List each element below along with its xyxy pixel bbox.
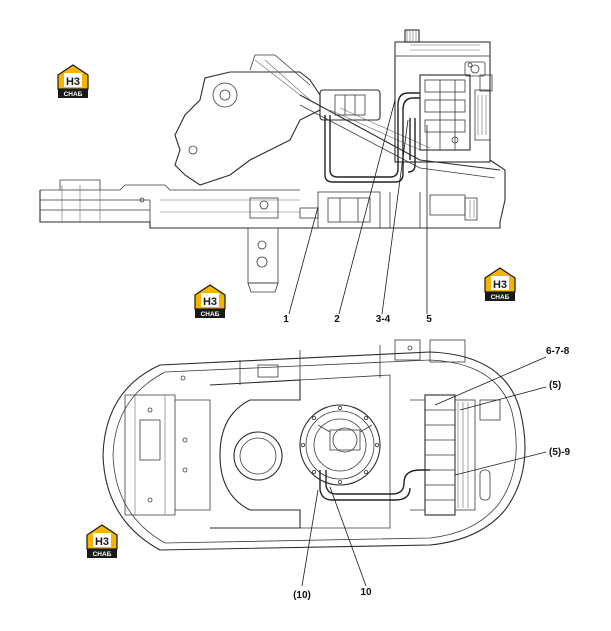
callout-5-9: (5)-9 [549,447,571,458]
callout-1: 1 [283,314,289,325]
callout-2: 2 [334,314,340,325]
logo-text: CHAБ [491,294,510,301]
callout-10-ref: (10) [293,590,311,601]
callout-6-7-8: 6-7-8 [546,346,570,357]
logo-text: CHAБ [64,91,83,98]
logo-mark: H3 [493,279,507,291]
upper-leader-lines [288,99,428,315]
logo-top-left: H3 CHAБ [57,64,89,98]
callout-5-ref: (5) [549,380,561,391]
logo-mark: H3 [66,76,80,88]
callout-5: 5 [426,314,432,325]
callout-3-4: 3-4 [376,314,391,325]
logo-top-right: H3 CHAБ [484,267,516,301]
lower-leader-lines [301,356,547,587]
callout-10: 10 [360,587,372,598]
logo-mark: H3 [95,536,109,548]
ring-bolts [300,405,379,484]
upper-assembly-view [39,29,506,293]
logo-text: CHAБ [93,551,112,558]
logo-top-mid: H3 CHAБ [194,284,226,318]
logo-text: CHAБ [201,311,220,318]
lower-plan-view [102,339,526,551]
logo-mark: H3 [203,296,217,308]
logo-bottom-left: H3 CHAБ [86,524,118,558]
